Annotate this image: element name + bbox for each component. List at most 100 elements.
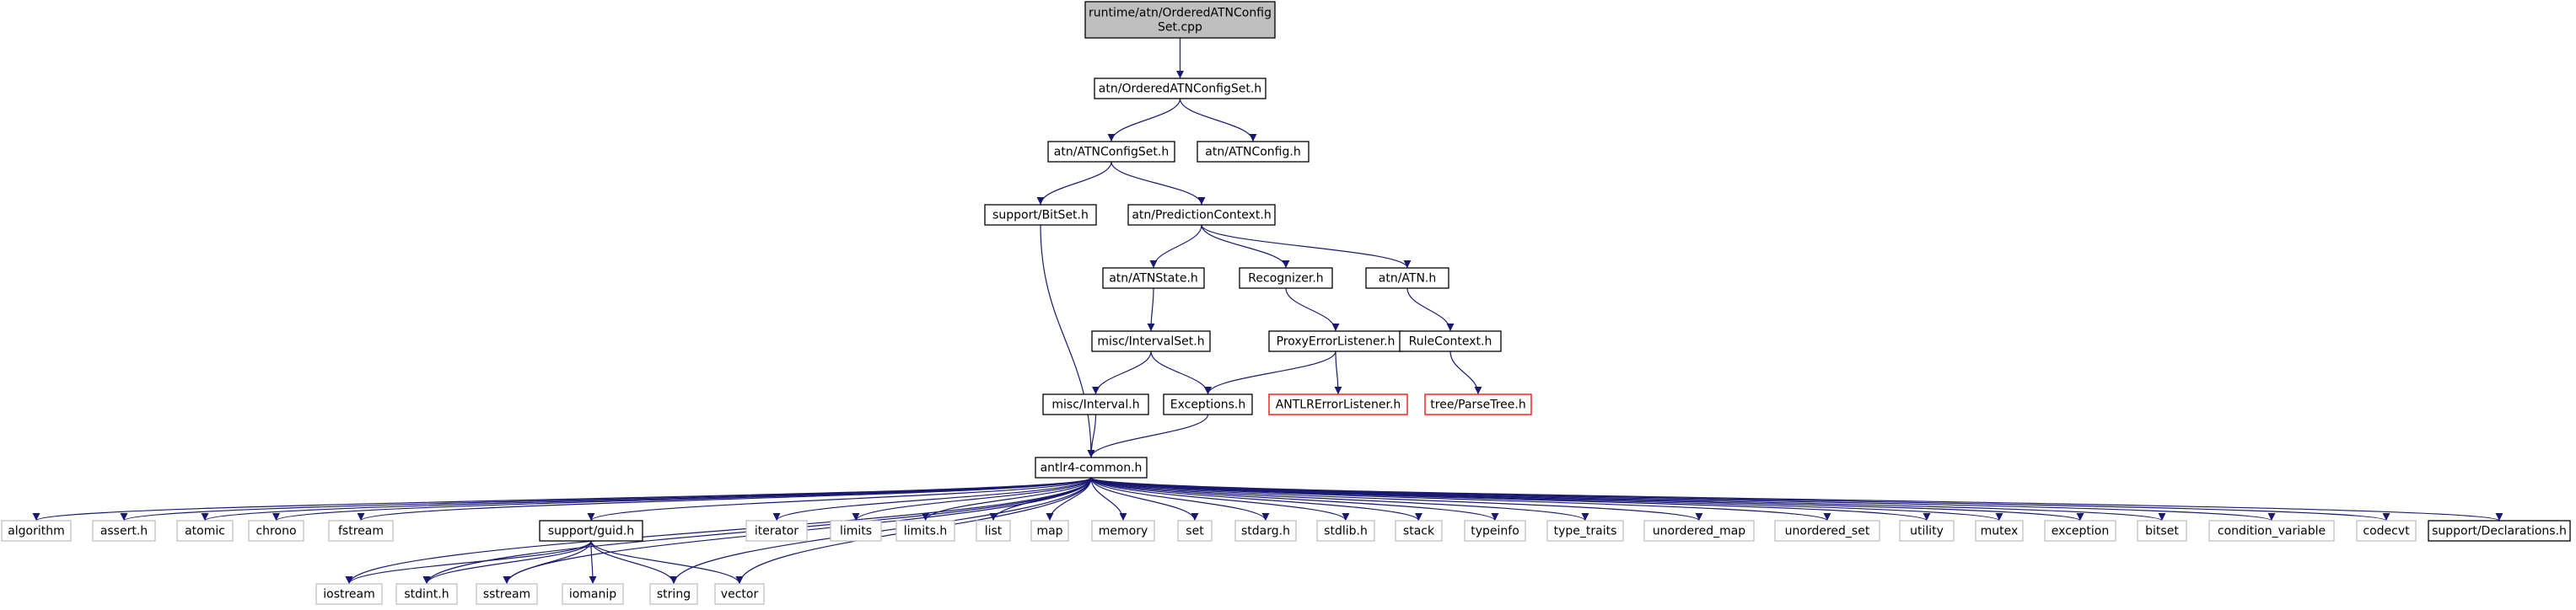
node-typeinfo[interactable]: typeinfo bbox=[1464, 520, 1526, 542]
node-box bbox=[1268, 393, 1408, 415]
node-atn-atnconfig-h[interactable]: atn/ATNConfig.h bbox=[1197, 141, 1310, 163]
node-support-bitset-h[interactable]: support/BitSet.h bbox=[984, 204, 1097, 226]
node-stdarg-h[interactable]: stdarg.h bbox=[1234, 520, 1297, 542]
node-label: utility bbox=[1910, 525, 1944, 538]
node-label: atn/PredictionContext.h bbox=[1132, 209, 1271, 222]
node-limits[interactable]: limits bbox=[830, 520, 882, 542]
node-label: stdlib.h bbox=[1324, 525, 1368, 538]
node-misc-intervalset-h[interactable]: misc/IntervalSet.h bbox=[1091, 330, 1211, 352]
node-stdlib-h[interactable]: stdlib.h bbox=[1316, 520, 1375, 542]
node-limits-h[interactable]: limits.h bbox=[895, 520, 955, 542]
node-box bbox=[562, 583, 624, 605]
edge-common-to-decl bbox=[1090, 477, 2503, 522]
edge-acs-to-bitset_h bbox=[1036, 161, 1112, 206]
node-antlr4-common-h[interactable]: antlr4-common.h bbox=[1035, 457, 1148, 479]
node-box bbox=[976, 520, 1011, 542]
node-support-declarations-h[interactable]: support/Declarations.h bbox=[2428, 520, 2571, 542]
edge-guid-to-stdint bbox=[422, 540, 592, 585]
node-type-traits[interactable]: type_traits bbox=[1546, 520, 1624, 542]
node-box bbox=[1643, 520, 1755, 542]
edge-common-to-limits bbox=[852, 477, 1092, 522]
node-atn-atnconfigset-h[interactable]: atn/ATNConfigSet.h bbox=[1047, 141, 1175, 163]
node-iterator[interactable]: iterator bbox=[745, 520, 808, 542]
node-set[interactable]: set bbox=[1177, 520, 1213, 542]
node-stack[interactable]: stack bbox=[1395, 520, 1443, 542]
edge-common-to-assert bbox=[120, 477, 1092, 522]
node-box bbox=[2208, 520, 2335, 542]
node-iostream[interactable]: iostream bbox=[315, 583, 383, 605]
node-iomanip[interactable]: iomanip bbox=[562, 583, 624, 605]
node-box bbox=[1127, 204, 1276, 226]
edge-common-to-fstream bbox=[357, 477, 1092, 522]
node-list[interactable]: list bbox=[976, 520, 1011, 542]
node-unordered-set[interactable]: unordered_set bbox=[1774, 520, 1880, 542]
node-label: support/Declarations.h bbox=[2432, 525, 2567, 538]
node-box bbox=[745, 520, 808, 542]
edge-common-to-type_traits bbox=[1090, 477, 1589, 522]
edge-bitset_h-to-common bbox=[1040, 224, 1095, 458]
node-box bbox=[328, 520, 394, 542]
node-box bbox=[1197, 141, 1310, 163]
node-tree-parsetree-h[interactable]: tree/ParseTree.h bbox=[1424, 393, 1532, 415]
node-exceptions-h[interactable]: Exceptions.h bbox=[1163, 393, 1253, 415]
edge-common-to-unordered_map bbox=[1090, 477, 1703, 522]
node-memory[interactable]: memory bbox=[1091, 520, 1155, 542]
node-label: list bbox=[985, 525, 1003, 538]
node-atomic[interactable]: atomic bbox=[176, 520, 234, 542]
node-misc-interval-h[interactable]: misc/Interval.h bbox=[1042, 393, 1149, 415]
node-antlrerrorlistener-h[interactable]: ANTLRErrorListener.h bbox=[1268, 393, 1408, 415]
node-map[interactable]: map bbox=[1030, 520, 1069, 542]
node-box bbox=[1268, 330, 1403, 352]
node-stdint-h[interactable]: stdint.h bbox=[395, 583, 458, 605]
node-box bbox=[248, 520, 304, 542]
node-condition-variable[interactable]: condition_variable bbox=[2208, 520, 2335, 542]
node-rulecontext-h[interactable]: RuleContext.h bbox=[1399, 330, 1502, 352]
node-sstream[interactable]: sstream bbox=[476, 583, 538, 605]
node-label: stack bbox=[1403, 525, 1435, 538]
node-exception[interactable]: exception bbox=[2044, 520, 2116, 542]
node-runtime-atn-orderedatnconfigset-cpp[interactable]: runtime/atn/OrderedATNConfigSet.cpp bbox=[1084, 1, 1276, 39]
node-atn-atnstate-h[interactable]: atn/ATNState.h bbox=[1102, 267, 1205, 289]
node-atn-atn-h[interactable]: atn/ATN.h bbox=[1365, 267, 1449, 289]
node-label: assert.h bbox=[100, 525, 148, 538]
node-codecvt[interactable]: codecvt bbox=[2356, 520, 2417, 542]
node-atn-predictioncontext-h[interactable]: atn/PredictionContext.h bbox=[1127, 204, 1276, 226]
node-label: codecvt bbox=[2363, 525, 2410, 538]
node-label: stdarg.h bbox=[1241, 525, 1290, 538]
node-assert-h[interactable]: assert.h bbox=[92, 520, 156, 542]
edge-common-to-list bbox=[989, 477, 1092, 522]
node-box bbox=[1239, 267, 1333, 289]
node-bitset[interactable]: bitset bbox=[2137, 520, 2187, 542]
edge-common-to-atomic bbox=[201, 477, 1092, 522]
node-label: Recognizer.h bbox=[1248, 272, 1323, 286]
node-box bbox=[1234, 520, 1297, 542]
node-utility[interactable]: utility bbox=[1899, 520, 1955, 542]
node-box bbox=[1030, 520, 1069, 542]
node-box bbox=[1316, 520, 1375, 542]
node-unordered-map[interactable]: unordered_map bbox=[1643, 520, 1755, 542]
node-mutex[interactable]: mutex bbox=[1975, 520, 2024, 542]
node-string[interactable]: string bbox=[649, 583, 698, 605]
node-vector[interactable]: vector bbox=[714, 583, 765, 605]
node-recognizer-h[interactable]: Recognizer.h bbox=[1239, 267, 1333, 289]
edge-oacs-to-ac bbox=[1179, 98, 1257, 142]
node-label: sstream bbox=[483, 588, 530, 602]
edge-common-to-guid bbox=[587, 477, 1092, 522]
edge-guid-to-vector bbox=[590, 540, 744, 585]
node-proxyerrorlistener-h[interactable]: ProxyErrorListener.h bbox=[1268, 330, 1403, 352]
node-fstream[interactable]: fstream bbox=[328, 520, 394, 542]
node-chrono[interactable]: chrono bbox=[248, 520, 304, 542]
node-box bbox=[1091, 330, 1211, 352]
node-atn-orderedatnconfigset-h[interactable]: atn/OrderedATNConfigSet.h bbox=[1094, 78, 1266, 99]
node-support-guid-h[interactable]: support/guid.h bbox=[539, 520, 643, 542]
edge-guid-to-string bbox=[590, 540, 678, 585]
node-label: support/guid.h bbox=[548, 525, 634, 538]
edge-guid-to-iomanip bbox=[589, 540, 597, 585]
edge-common-to-string bbox=[670, 477, 1092, 585]
node-label: fstream bbox=[338, 525, 384, 538]
edge-common-to-stdarg bbox=[1090, 477, 1270, 522]
node-algorithm[interactable]: algorithm bbox=[1, 520, 72, 542]
edge-guid-to-sstream bbox=[503, 540, 592, 585]
node-box bbox=[1102, 267, 1205, 289]
